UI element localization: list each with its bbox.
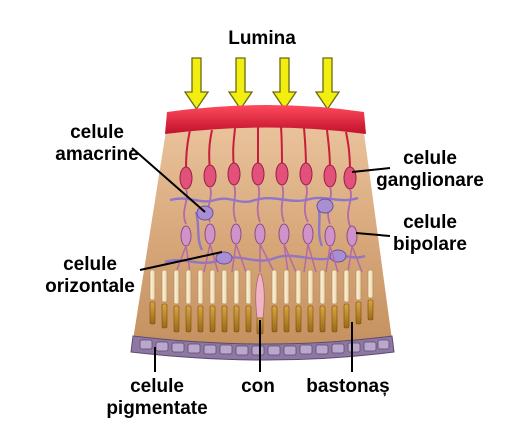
leader-line-ganglion bbox=[351, 167, 391, 173]
bipolar-cell bbox=[278, 223, 290, 245]
light-arrows bbox=[183, 57, 341, 111]
bipolar-cells bbox=[180, 223, 358, 247]
ganglion-cell bbox=[343, 166, 357, 190]
amacrine-cell bbox=[316, 198, 334, 214]
title-lumina: Lumina bbox=[228, 28, 296, 49]
ganglion-cell bbox=[299, 162, 313, 186]
ganglion-cells bbox=[179, 162, 357, 190]
cone-photoreceptor bbox=[255, 273, 265, 319]
label-bipolar-line2: bipolare bbox=[393, 234, 467, 255]
light-arrow bbox=[271, 57, 298, 111]
bipolar-cell bbox=[302, 223, 314, 245]
leader-line-bipolar bbox=[355, 232, 391, 237]
leader-line-horizontal bbox=[139, 251, 223, 271]
bipolar-cell bbox=[230, 223, 242, 245]
label-pigment-line1: celule bbox=[130, 376, 184, 397]
ganglion-cell bbox=[227, 162, 241, 186]
label-rod: bastonaș bbox=[306, 376, 389, 397]
inner-limiting-layer bbox=[165, 105, 366, 134]
label-horizontal-line2: orizontale bbox=[45, 276, 135, 297]
photoreceptor-inner-segments bbox=[149, 269, 374, 305]
photoreceptor-outer-segments bbox=[149, 299, 374, 335]
light-arrow bbox=[183, 57, 210, 111]
label-horizontal-line1: celule bbox=[63, 254, 117, 275]
label-amacrine-line2: amacrine bbox=[55, 144, 138, 165]
ganglion-cell bbox=[275, 162, 289, 186]
light-arrow bbox=[227, 57, 254, 111]
label-bipolar-line1: celule bbox=[403, 212, 457, 233]
bipolar-cell bbox=[324, 225, 336, 247]
outer-plexiform-fibers bbox=[175, 243, 363, 273]
label-pigment-line2: pigmentate bbox=[106, 398, 207, 419]
ganglion-cell bbox=[323, 164, 337, 188]
ganglion-cell bbox=[179, 166, 193, 190]
label-cone: con bbox=[241, 376, 275, 397]
bipolar-cell bbox=[204, 223, 216, 245]
label-amacrine-line1: celule bbox=[70, 122, 124, 143]
label-ganglion-line2: ganglionare bbox=[376, 170, 484, 191]
bipolar-cell bbox=[254, 223, 266, 245]
bipolar-cell bbox=[180, 225, 192, 247]
leader-line-amacrine bbox=[131, 147, 206, 213]
light-arrow bbox=[314, 57, 341, 111]
label-ganglion-line1: celule bbox=[403, 148, 457, 169]
pigment-cells bbox=[139, 339, 390, 356]
ganglion-cell bbox=[251, 162, 265, 186]
horizontal-cell bbox=[215, 251, 233, 265]
ganglion-cell bbox=[203, 164, 217, 188]
leader-lines bbox=[131, 147, 391, 372]
bipolar-cell bbox=[346, 225, 358, 247]
